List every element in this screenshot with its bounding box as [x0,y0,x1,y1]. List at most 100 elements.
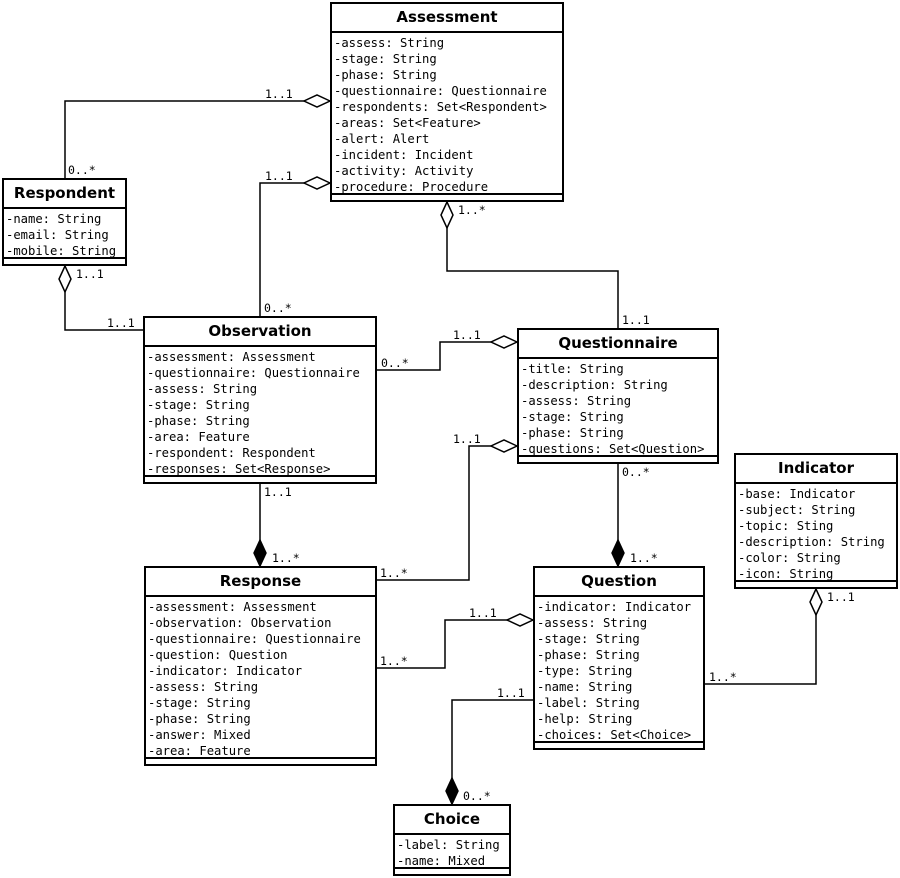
attribute: -questionnaire: Questionnaire [147,366,360,380]
association-observation-questionnaire[interactable]: 1..10..* [377,328,519,371]
operations-compartment [332,193,562,200]
association-line [64,100,330,178]
class-response[interactable]: Response-assessment: Assessment-observat… [144,566,377,766]
attribute: -responses: Set<Response> [147,462,331,476]
attribute: -alert: Alert [334,132,430,146]
attribute: -choices: Set<Choice> [537,728,692,742]
attribute: -assess: String [334,36,445,50]
attribute-list: -assess: String-stage: String-phase: Str… [332,33,562,198]
aggregation-diamond-icon [489,335,519,349]
aggregation-diamond-icon [489,439,519,453]
attribute: -email: String [6,228,109,242]
multiplicity-label: 0..* [463,789,491,803]
attribute: -procedure: Procedure [334,180,489,194]
attribute: -label: String [537,696,640,710]
attribute: -stage: String [147,398,250,412]
attribute: -color: String [738,551,841,565]
attribute: -area: Feature [147,430,250,444]
attribute: -phase: String [521,426,624,440]
multiplicity-label: 1..1 [107,316,135,330]
class-indicator[interactable]: Indicator-base: Indicator-subject: Strin… [734,453,898,589]
attribute-list: -title: String-description: String-asses… [519,359,717,460]
multiplicity-label: 1..1 [265,169,293,183]
attribute-list: -assessment: Assessment-observation: Obs… [146,597,375,762]
association-observation-response[interactable]: 1..11..* [253,484,300,568]
association-question-indicator[interactable]: 1..1 1..* [705,587,855,685]
multiplicity-label: 1..* [380,566,408,580]
multiplicity-label: 1..1 [453,328,481,342]
attribute: -stage: String [148,696,251,710]
attribute: -description: String [738,535,885,549]
attribute: -stage: String [521,410,624,424]
attribute: -description: String [521,378,668,392]
attribute: -questionnaire: Questionnaire [334,84,547,98]
attribute: -assessment: Assessment [147,350,316,364]
aggregation-diamond-icon [302,94,332,108]
attribute: -help: String [537,712,633,726]
attribute: -type: String [537,664,633,678]
aggregation-diamond-icon [809,587,823,617]
class-choice[interactable]: Choice-label: String-name: Mixed [393,804,511,876]
multiplicity-label: 1..* [709,670,737,684]
attribute-list: -assessment: Assessment -questionnaire: Q… [145,347,375,480]
attribute: -icon: String [738,567,834,581]
attribute: -topic: Sting [738,519,834,533]
association-line [446,202,619,328]
association-respondent-assessment[interactable]: 1..10..* [64,87,332,178]
association-questionnaire-assessment[interactable]: 1..* 1..1 [440,200,650,328]
association-questionnaire-question[interactable]: 0..*1..* [611,464,658,568]
aggregation-diamond-icon [505,613,535,627]
multiplicity-label: 1..1 [76,267,104,281]
attribute: -areas: Set<Feature> [334,116,481,130]
aggregation-diamond-icon [302,176,332,190]
association-observation-respondent[interactable]: 1..1 1..1 [58,264,143,331]
attribute: -area: Feature [148,744,251,758]
multiplicity-label: 1..1 [827,590,855,604]
attribute: -title: String [521,362,624,376]
association-response-question[interactable]: 1..1 1..* [377,606,535,669]
attribute: -observation: Observation [148,616,332,630]
multiplicity-label: 1..1 [265,87,293,101]
multiplicity-label: 0..* [264,301,292,315]
attribute: -name: String [537,680,633,694]
operations-compartment [4,257,125,264]
attribute-list: -name: String-email: String-mobile: Stri… [4,209,125,262]
multiplicity-label: 1..1 [622,313,650,327]
multiplicity-label: 1..1 [497,686,525,700]
class-question[interactable]: Question-indicator: Indicator-assess: St… [533,566,705,750]
class-observation[interactable]: Observation -assessment: Assessment -quest… [143,316,377,484]
operations-compartment [146,757,375,764]
operations-compartment [736,580,896,587]
attribute: -question: Question [148,648,288,662]
class-assessment[interactable]: Assessment -assess: String -stage: String -… [330,2,564,202]
association-response-questionnaire[interactable]: 1..1 1..* [377,432,519,581]
association-line [377,341,517,371]
class-name: Observation [145,318,375,347]
multiplicity-label: 0..* [622,465,650,479]
multiplicity-label: 1..1 [453,432,481,446]
association-line [451,699,533,804]
attribute: -activity: Activity [334,164,474,178]
class-name: Respondent [4,180,125,209]
multiplicity-label: 1..1 [469,606,497,620]
class-name: Question [535,568,703,597]
attribute-list: -indicator: Indicator-assess: String-sta… [535,597,703,746]
class-name: Response [146,568,375,597]
association-question-choice[interactable]: 1..1 0..* [445,686,533,806]
operations-compartment [535,741,703,748]
attribute: -phase: String [537,648,640,662]
multiplicity-label: 1..* [380,654,408,668]
class-questionnaire[interactable]: Questionnaire-title: String-description:… [517,328,719,464]
attribute-list: -label: String-name: Mixed [395,835,509,872]
attribute: -phase: String [148,712,251,726]
composition-diamond-icon [611,538,625,568]
attribute: -stage: String [334,52,437,66]
attribute: -incident: Incident [334,148,474,162]
class-name: Choice [395,806,509,835]
class-respondent[interactable]: Respondent-name: String-email: String-mo… [2,178,127,266]
operations-compartment [519,455,717,462]
multiplicity-label: 1..* [458,203,486,217]
class-name: Assessment [332,4,562,33]
association-observation-assessment[interactable]: 1..1 0..* [259,169,332,316]
